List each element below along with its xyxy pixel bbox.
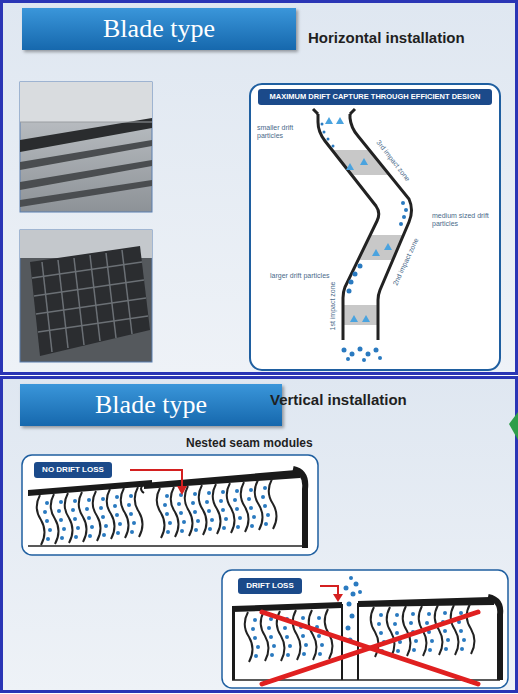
title-band: MAXIMUM DRIFT CAPTURE THROUGH EFFICIENT … xyxy=(258,89,492,105)
particle-label: medium sized drift particles xyxy=(432,212,492,228)
illustration-frame xyxy=(250,84,500,370)
section-heading: Horizontal installation xyxy=(308,29,465,46)
section-tab: Blade type xyxy=(22,8,296,50)
node-text: NO DRIFT LOSS xyxy=(42,465,104,474)
top-panel xyxy=(2,2,517,374)
zone-label: 1st impact zone xyxy=(329,281,337,330)
particle-label: smaller drift particles xyxy=(257,124,313,140)
photo-ceiling xyxy=(20,82,152,212)
leader-line xyxy=(130,470,182,488)
module-frame xyxy=(222,570,508,688)
photo-grid xyxy=(20,230,152,362)
callout-band: NO DRIFT LOSS xyxy=(34,462,112,478)
butted-blade-pack xyxy=(232,576,500,680)
module-frame xyxy=(22,455,318,555)
section-tab: Blade type xyxy=(20,384,282,426)
nested-blade-pack xyxy=(28,469,305,548)
leader-arrowhead xyxy=(333,594,343,602)
node-text: Blade type xyxy=(95,390,207,420)
green-marker xyxy=(509,412,518,440)
bottom-panel xyxy=(2,378,517,692)
particle-label: larger drift particles xyxy=(270,272,330,280)
leader-arrowhead xyxy=(177,486,187,495)
section-heading: Nested seam modules xyxy=(186,437,313,451)
section-heading: Vertical installation xyxy=(270,391,407,408)
node-text: MAXIMUM DRIFT CAPTURE THROUGH EFFICIENT … xyxy=(270,93,481,102)
zone-label: 2nd impact zone xyxy=(391,237,420,287)
cross-mark xyxy=(262,612,478,684)
callout-band: DRIFT LOSS xyxy=(238,578,302,594)
blade-profile xyxy=(313,109,412,362)
node-text: Blade type xyxy=(103,14,215,44)
zone-label: 3rd impact zone xyxy=(374,139,411,183)
node-text: DRIFT LOSS xyxy=(246,581,294,590)
